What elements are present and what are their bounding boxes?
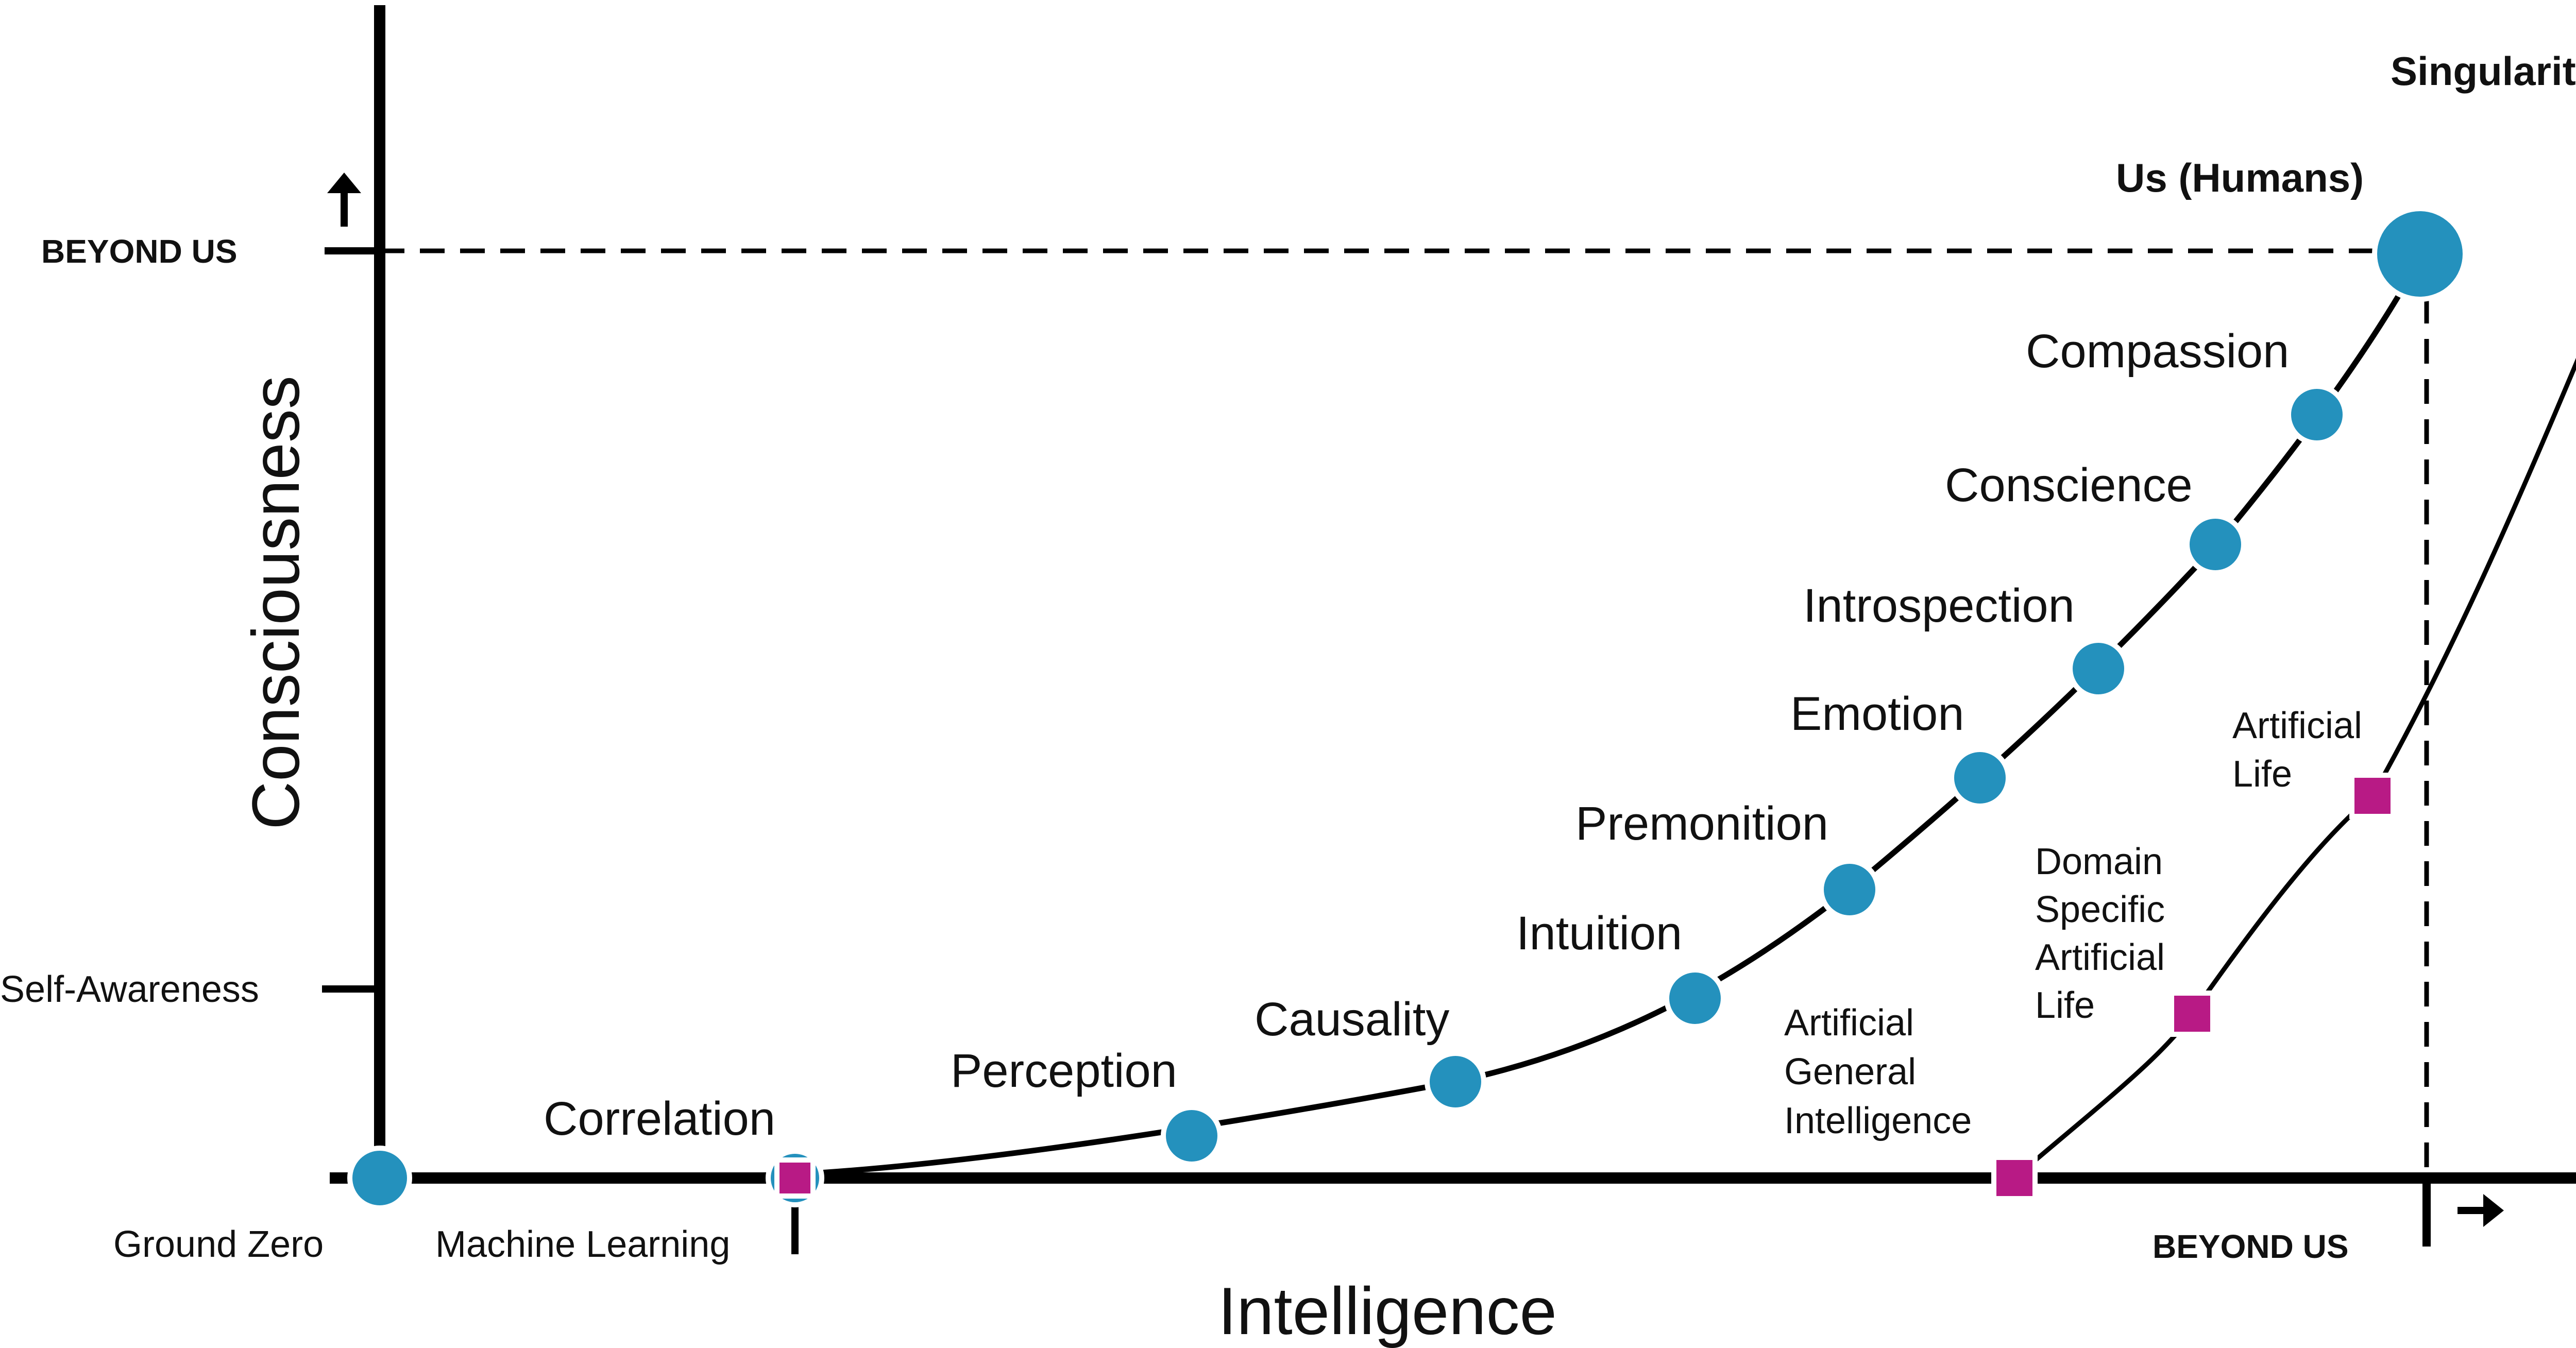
x-beyond-label: BEYOND US: [2153, 1228, 2349, 1265]
perception-label: Perception: [951, 1045, 1177, 1097]
x-axis-title: Intelligence: [1218, 1273, 1557, 1348]
introspection-label: Introspection: [1803, 579, 2075, 632]
humans-point: [2372, 206, 2468, 302]
artificial-life-label: Artificial Life: [2232, 705, 2372, 795]
ai-curve: [2013, 357, 2576, 1180]
causality-point: [1425, 1051, 1486, 1113]
domain-specific-al-label: Domain Specific Artificial Life: [2035, 841, 2175, 1026]
domain-specific-al-square: [2169, 991, 2215, 1037]
perception-point: [1161, 1105, 1223, 1167]
emotion-label: Emotion: [1790, 688, 1964, 740]
y-axis-title: Consciousness: [238, 376, 313, 830]
intuition-point: [1664, 967, 1726, 1029]
agi-square: [1991, 1155, 2038, 1201]
agi-label: Artificial General Intelligence: [1784, 1002, 1972, 1141]
introspection-point: [2067, 638, 2129, 699]
artificial-life-square: [2349, 773, 2396, 819]
causality-label: Causality: [1255, 993, 1449, 1046]
intuition-label: Intuition: [1516, 907, 1682, 960]
ai-points: [774, 773, 2396, 1201]
machine-learning-square: [774, 1157, 816, 1199]
human-points: [347, 206, 2468, 1210]
conscience-point: [2184, 514, 2246, 575]
x-right-arrow: [2458, 1194, 2504, 1227]
compassion-label: Compassion: [2026, 325, 2289, 378]
emotion-point: [1949, 747, 2011, 809]
y-up-arrow: [327, 173, 361, 227]
machine-learning-label: Machine Learning: [435, 1224, 730, 1265]
y-beyond-label: BEYOND US: [41, 233, 238, 270]
ground-zero-label: Ground Zero: [113, 1224, 324, 1265]
humans-label: Us (Humans): [2116, 155, 2364, 200]
correlation-label: Correlation: [544, 1093, 775, 1145]
conscience-label: Conscience: [1945, 459, 2193, 511]
premonition-label: Premonition: [1575, 797, 1828, 850]
compassion-point: [2286, 384, 2348, 446]
self-awareness-label: Self-Awareness: [0, 969, 259, 1010]
premonition-point: [1819, 859, 1880, 920]
ground-zero-point: [347, 1146, 412, 1210]
singularity-label: Singularity: [2391, 48, 2576, 94]
